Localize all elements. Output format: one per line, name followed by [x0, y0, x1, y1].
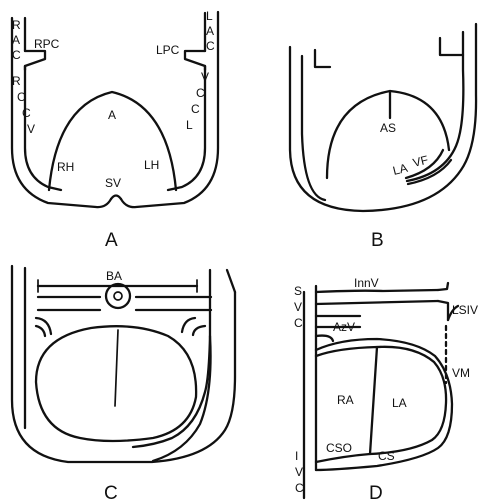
panel-b-label: B	[371, 230, 384, 251]
panel-b-inner-left-wall	[302, 56, 325, 200]
panel-d-vm-label: VM	[452, 366, 470, 380]
panel-b: AS LA VF B	[290, 24, 476, 251]
panel-a-rac-a: A	[12, 33, 20, 47]
panel-a-rccv-v: V	[27, 122, 35, 136]
panel-a: R A C RPC R C C V L A C LPC V C C L A RH…	[12, 9, 218, 251]
panel-d-cs-label: CS	[378, 449, 395, 463]
panel-d-innv-top-line	[316, 290, 438, 292]
panel-a-rh-label: RH	[57, 160, 74, 174]
panel-c-right-vessel-top	[136, 297, 211, 310]
panel-d-svc-c: C	[294, 316, 303, 330]
panel-d-right-inner-wall	[438, 301, 448, 320]
panel-d-ivc-i: I	[295, 449, 298, 463]
panel-b-top-left-step	[315, 50, 330, 67]
panel-d-right-outer-wall	[438, 283, 448, 290]
panel-a-sv-label: SV	[105, 176, 121, 190]
panel-a-atrium-label: A	[108, 108, 116, 122]
panel-c-left-bracket	[36, 318, 51, 336]
panel-a-label: A	[105, 230, 118, 251]
panel-d-ra-label: RA	[337, 393, 354, 407]
panel-a-rccv-c2: C	[22, 106, 31, 120]
panel-d-azv-label: AzV	[333, 320, 355, 334]
panel-b-outer-left-outline	[290, 24, 476, 211]
panel-a-lac-l: L	[206, 9, 213, 23]
panel-a-lccv-l: L	[186, 118, 193, 132]
panel-a-rac-r: R	[12, 18, 21, 32]
panel-d-la-label: LA	[392, 396, 407, 410]
panel-d: S V C InnV LSIV AzV VM RA LA I V C CSO C…	[294, 276, 478, 502]
panel-d-label: D	[369, 483, 383, 502]
panel-b-la-label: LA	[391, 161, 409, 178]
panel-c-ba-ring-inner	[114, 292, 122, 300]
panel-d-innv-lower-line	[316, 301, 438, 304]
panel-d-cso-label: CSO	[326, 441, 352, 455]
panel-d-lsiv-label: LSIV	[452, 303, 478, 317]
panel-c-top-right-outline	[227, 270, 235, 292]
panel-a-rccv-c1: C	[17, 90, 26, 104]
panel-a-outer-right-outline	[121, 12, 218, 207]
panel-a-lac-c: C	[206, 39, 215, 53]
panel-d-innv-label: InnV	[354, 276, 379, 290]
panel-a-lpc-label: LPC	[156, 43, 180, 57]
panel-d-ivc-c: C	[295, 481, 304, 495]
panel-d-ivc-v: V	[295, 465, 303, 479]
panel-a-left-anterior-cardinal	[185, 51, 205, 70]
panel-a-rac-c: C	[12, 48, 21, 62]
panel-a-lccv-c1: C	[196, 86, 205, 100]
panel-c-label: C	[104, 483, 118, 502]
panel-c-ba-label: BA	[106, 269, 122, 283]
panel-a-lh-label: LH	[144, 158, 159, 172]
panel-d-azv-cap	[316, 336, 333, 341]
panel-d-svc-v: V	[294, 300, 302, 314]
panel-c: BA C	[12, 266, 235, 502]
panel-d-la-outline	[370, 347, 446, 454]
panel-c-septum-line	[115, 330, 118, 406]
panel-c-ba-ring-outer	[106, 284, 130, 308]
panel-a-lccv-c2: C	[191, 102, 200, 116]
panel-a-sinus-venosus-notch	[111, 196, 121, 200]
panel-c-right-bracket	[182, 318, 205, 335]
panel-a-lac-a: A	[206, 24, 214, 38]
panel-a-right-anterior-cardinal	[25, 51, 45, 70]
panel-c-left-vessel-top	[38, 297, 100, 310]
panel-b-top-right-step	[440, 38, 463, 55]
panel-a-rpc-label: RPC	[34, 37, 60, 51]
panel-d-svc-s: S	[294, 284, 302, 298]
panel-a-lccv-v: V	[201, 70, 209, 84]
panel-c-outer-left-outline	[12, 266, 235, 462]
panel-b-as-label: AS	[380, 121, 396, 135]
panel-a-rccv-r: R	[12, 74, 21, 88]
